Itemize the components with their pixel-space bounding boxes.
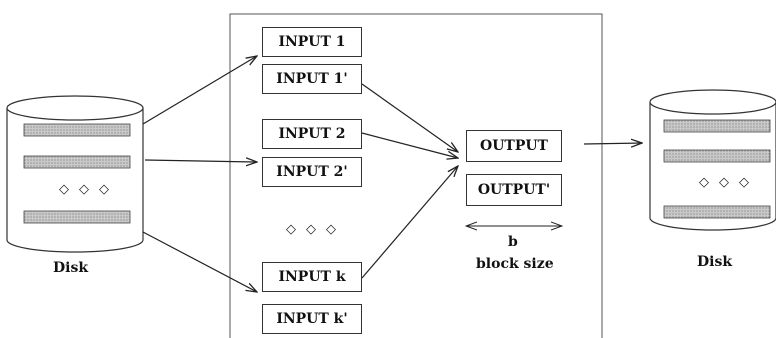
arrow-input-2-to-output <box>361 132 458 158</box>
input-buffer-dots: ◇◇◇ <box>286 222 346 237</box>
input-buffer-1: INPUT 1 <box>262 27 362 57</box>
arrow-disk-to-input-2 <box>144 160 257 162</box>
arrow-input-k-to-output <box>361 166 458 279</box>
block-size-label: block size <box>476 256 554 272</box>
block-size-b-label: b <box>508 234 518 250</box>
right-disk-cylinder <box>649 89 776 231</box>
left-disk-dots: ◇◇◇ <box>59 182 119 197</box>
input-buffer-k: INPUT k <box>262 262 362 292</box>
arrow-input-1-to-output <box>361 83 458 152</box>
buffer-pool-frame <box>229 13 603 338</box>
arrow-disk-to-input-1 <box>142 56 257 125</box>
right-disk-label: Disk <box>697 254 733 270</box>
right-disk-dots: ◇◇◇ <box>699 175 759 190</box>
arrow-disk-to-input-k <box>142 231 257 292</box>
arrow-output-to-disk <box>583 143 642 144</box>
input-buffer-2-prime: INPUT 2' <box>262 157 362 187</box>
output-buffer: OUTPUT <box>466 130 562 162</box>
left-disk-cylinder <box>6 95 144 253</box>
input-buffer-1-prime: INPUT 1' <box>262 64 362 94</box>
input-buffer-k-prime: INPUT k' <box>262 304 362 334</box>
input-buffer-2: INPUT 2 <box>262 119 362 149</box>
output-buffer-prime: OUTPUT' <box>466 174 562 206</box>
left-disk-label: Disk <box>53 260 89 276</box>
